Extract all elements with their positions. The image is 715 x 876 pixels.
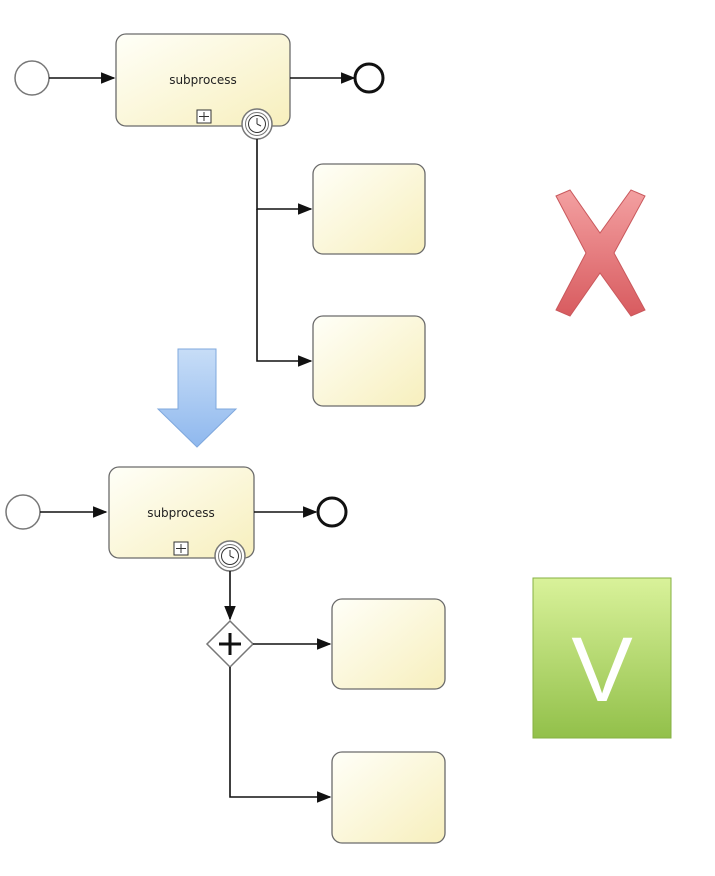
top-exception-flow-1 xyxy=(256,139,313,215)
top-exception-flow-2 xyxy=(256,209,313,367)
green-check-badge: V xyxy=(532,577,672,739)
parallel-gateway-icon[interactable] xyxy=(205,619,255,669)
top-timer-boundary-icon[interactable] xyxy=(241,108,273,140)
top-subprocess[interactable] xyxy=(115,33,291,127)
bottom-timer-boundary-icon[interactable] xyxy=(214,540,246,572)
top-diagram: subprocess xyxy=(14,33,426,407)
bottom-task-1[interactable] xyxy=(331,598,446,690)
red-x-icon xyxy=(555,189,646,317)
check-badge-label: V xyxy=(571,619,632,721)
bottom-expand-marker-icon[interactable] xyxy=(173,541,189,556)
bottom-subprocess-label: subprocess xyxy=(147,506,215,520)
top-start-event[interactable] xyxy=(14,60,50,96)
top-end-event[interactable] xyxy=(353,62,385,94)
top-task-1[interactable] xyxy=(312,163,426,255)
top-subprocess-label: subprocess xyxy=(169,73,237,87)
top-task-2[interactable] xyxy=(312,315,426,407)
bottom-end-event[interactable] xyxy=(316,496,348,528)
bottom-start-event[interactable] xyxy=(5,494,41,530)
top-expand-marker-icon[interactable] xyxy=(196,109,212,124)
bottom-flow-gateway-to-task-2 xyxy=(229,667,332,803)
bottom-diagram: subprocess xyxy=(5,466,446,844)
bottom-task-2[interactable] xyxy=(331,751,446,844)
arrow-down-icon xyxy=(156,348,238,448)
